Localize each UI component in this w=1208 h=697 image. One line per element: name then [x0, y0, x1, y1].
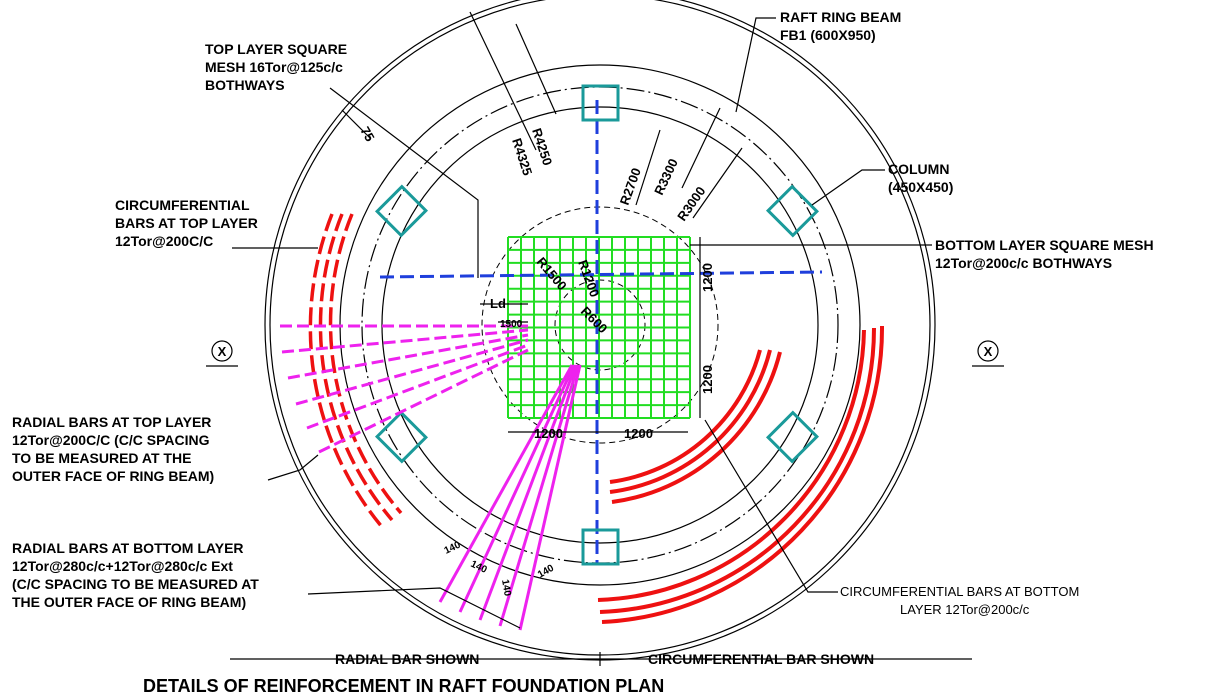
leader-column [811, 169, 885, 206]
radial-top-label-1: RADIAL BARS AT TOP LAYER [12, 414, 211, 430]
horizontal-axis-line [379, 270, 823, 279]
section-marker-left-text: X [218, 344, 227, 359]
top-mesh-label-2: MESH 16Tor@125c/c [205, 59, 343, 75]
column-lower-right [765, 410, 820, 464]
radial-top-label-2: 12Tor@200C/C (C/C SPACING [12, 432, 210, 448]
radial-bottom-label-4: THE OUTER FACE OF RING BEAM) [12, 594, 246, 610]
column-lower-left [374, 410, 429, 464]
circ-bottom-bar-3 [597, 329, 866, 602]
circ-shown-label: CIRCUMFERENTIAL BAR SHOWN [648, 651, 874, 667]
dim-spacing-140-a: 140 [443, 540, 463, 557]
dim-spacing-140-b: 140 [469, 559, 489, 576]
leader-75 [341, 109, 371, 139]
circ-bottom-label-1: CIRCUMFERENTIAL BARS AT BOTTOM [840, 584, 1079, 599]
dim-r3300: R3300 [651, 156, 681, 197]
leader-r4325 [469, 11, 537, 151]
dim-r4325: R4325 [509, 136, 535, 177]
section-marker-right-circle [977, 340, 999, 362]
circ-bottom-bar-5 [611, 351, 782, 504]
bottom-mesh-label-1: BOTTOM LAYER SQUARE MESH [935, 237, 1154, 253]
column-label-1: COLUMN [888, 161, 949, 177]
radial-top-bar-3 [287, 333, 529, 380]
column-upper-left [374, 184, 429, 238]
leader-top-mesh [329, 87, 479, 278]
dim-spacing-140-c: 140 [499, 579, 513, 598]
top-mesh-label-3: BOTHWAYS [205, 77, 285, 93]
radial-bottom-bar-4 [498, 364, 580, 627]
circ-top-label-2: BARS AT TOP LAYER [115, 215, 258, 231]
dim-r600: R600 [578, 304, 611, 337]
leader-r3000 [692, 147, 743, 219]
radial-bottom-label-2: 12Tor@280c/c+12Tor@280c/c Ext [12, 558, 233, 574]
radial-top-bar-5 [306, 343, 529, 430]
circ-top-bar-2 [328, 213, 403, 515]
radial-bottom-bar-2 [458, 364, 576, 613]
dim-1200-bottom-left: 1200 [534, 426, 563, 441]
raft-ring-beam-label-2: FB1 (600X950) [780, 27, 876, 43]
column-bottom [581, 528, 620, 566]
radial-top-bar-2 [281, 328, 529, 354]
circ-top-label-3: 12Tor@200C/C [115, 233, 213, 249]
leader-circ-bottom [704, 419, 838, 593]
dim-r2700: R2700 [617, 166, 644, 207]
circ-bottom-label-2: LAYER 12Tor@200c/c [900, 602, 1030, 617]
dim-r4250: R4250 [529, 126, 555, 167]
top-mesh-label-1: TOP LAYER SQUARE [205, 41, 347, 57]
dim-1500: 1500 [500, 319, 523, 330]
radial-top-label-3: TO BE MEASURED AT THE [12, 450, 191, 466]
raft-ring-beam-label-1: RAFT RING BEAM [780, 9, 901, 25]
radial-bottom-bar-1 [438, 364, 574, 603]
circ-bottom-bar-4 [609, 349, 772, 494]
radial-top-label-4: OUTER FACE OF RING BEAM) [12, 468, 214, 484]
dim-ld: Ld [490, 296, 506, 311]
radial-top-bar-4 [295, 338, 529, 406]
bottom-square-mesh [507, 236, 691, 419]
radial-bottom-label-3: (C/C SPACING TO BE MEASURED AT [12, 576, 259, 592]
bottom-mesh-label-2: 12Tor@200c/c BOTHWAYS [935, 255, 1112, 271]
circ-bottom-bar-1 [599, 327, 876, 614]
section-marker-right-text: X [984, 344, 993, 359]
leader-r3300 [681, 107, 721, 189]
dim-1200-bottom-right: 1200 [624, 426, 653, 441]
r1500-dash-circle [481, 206, 719, 444]
leader-raft-ring-beam [735, 17, 776, 113]
dim-1200-right-bottom: 1200 [700, 365, 715, 394]
circ-bottom-bar-6 [609, 349, 762, 484]
circ-bottom-bar-2 [601, 325, 885, 624]
dim-1200-right-top: 1200 [700, 263, 715, 292]
column-upper-right [765, 184, 820, 238]
section-marker-left-circle [211, 340, 233, 362]
circ-top-bar-1 [318, 213, 394, 522]
radial-bottom-label-1: RADIAL BARS AT BOTTOM LAYER [12, 540, 244, 556]
column-label-2: (450X450) [888, 179, 953, 195]
leader-radial-top [267, 454, 319, 481]
leader-r2700 [635, 129, 661, 206]
leader-r4250 [515, 23, 557, 115]
drawing-title: DETAILS OF REINFORCEMENT IN RAFT FOUNDAT… [143, 676, 664, 696]
radial-top-bar-6 [318, 348, 529, 454]
dim-spacing-140-d: 140 [536, 563, 556, 581]
dim-cover-75: 75 [357, 124, 377, 144]
leader-radial-bottom [307, 587, 521, 629]
radial-shown-label: RADIAL BAR SHOWN [335, 651, 479, 667]
circ-top-label-1: CIRCUMFERENTIAL [115, 197, 250, 213]
column-top [581, 84, 620, 122]
radial-bottom-bar-3 [478, 364, 578, 621]
radial-bottom-bar-5 [518, 364, 582, 631]
